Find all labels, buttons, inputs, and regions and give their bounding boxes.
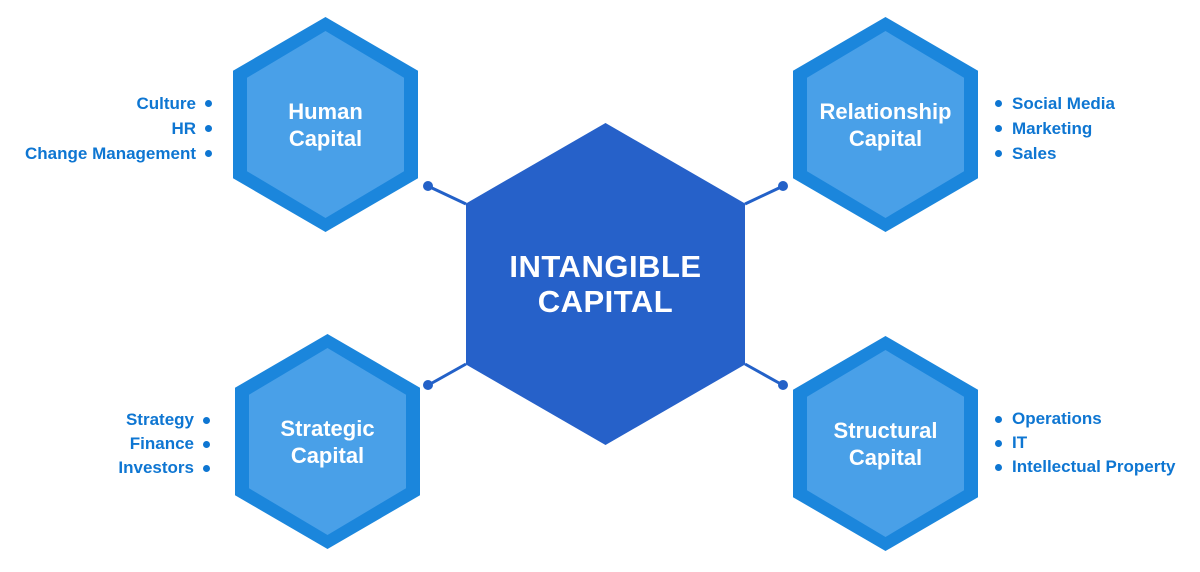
list-item-label: Intellectual Property <box>1012 457 1176 476</box>
list-item-label: Social Media <box>1012 93 1115 113</box>
list-item: Social Media <box>995 91 1115 116</box>
hexagon-strategic-capital: Strategic Capital <box>235 334 420 549</box>
connector-line-top-right <box>744 186 780 206</box>
center-hexagon: INTANGIBLE CAPITAL <box>466 123 745 445</box>
hexagon-human-capital: Human Capital <box>233 17 418 232</box>
list-item-label: Finance <box>129 434 194 453</box>
bullet-icon <box>995 100 1002 107</box>
connector-dot-bottom-right <box>778 380 788 390</box>
list-item-label: Operations <box>1012 409 1102 428</box>
connector-dot-bottom-left <box>423 380 433 390</box>
bullet-icon <box>203 464 210 472</box>
list-item: Intellectual Property <box>995 455 1175 479</box>
list-item: Marketing <box>995 116 1115 141</box>
hexagon-human-capital-inner: Human Capital <box>247 31 404 218</box>
hexagon-relationship-capital: Relationship Capital <box>793 17 978 232</box>
list-item: IT <box>995 431 1175 455</box>
connector-dot-top-left <box>423 181 433 191</box>
hexagon-label-line: Capital <box>848 125 923 151</box>
center-title-line1: INTANGIBLE <box>509 249 702 284</box>
bullet-icon <box>203 416 210 424</box>
connector-line-bottom-left <box>431 362 467 385</box>
connector-dot-top-right <box>778 181 788 191</box>
strategic-capital-item-list: Strategy Finance Investors <box>0 408 210 480</box>
hexagon-label-line: Capital <box>288 125 363 151</box>
center-title-line2: CAPITAL <box>537 284 674 319</box>
list-item-label: IT <box>1012 433 1028 452</box>
hexagon-label-line: Human <box>288 98 363 124</box>
list-item-label: Sales <box>1012 143 1057 163</box>
bullet-icon <box>995 439 1002 447</box>
bullet-icon <box>203 440 210 448</box>
bullet-icon <box>205 150 212 157</box>
hexagon-label-line: Strategic <box>280 415 375 441</box>
list-item: HR <box>171 116 212 141</box>
relationship-capital-item-list: Social Media Marketing Sales <box>995 91 1115 166</box>
center-title: INTANGIBLE CAPITAL <box>509 249 701 319</box>
list-item: Investors <box>118 456 210 480</box>
list-item-label: Marketing <box>1012 118 1093 138</box>
hexagon-structural-capital: Structural Capital <box>793 336 978 551</box>
bullet-icon <box>205 125 212 132</box>
list-item: Sales <box>995 141 1115 166</box>
list-item-label: HR <box>171 118 196 138</box>
list-item-label: Change Management <box>25 143 196 163</box>
bullet-icon <box>995 125 1002 132</box>
bullet-icon <box>995 463 1002 471</box>
list-item: Change Management <box>25 141 212 166</box>
list-item: Culture <box>136 91 212 116</box>
list-item: Strategy <box>126 408 210 432</box>
connector-line-top-left <box>431 186 467 206</box>
bullet-icon <box>995 415 1002 423</box>
hexagon-relationship-capital-inner: Relationship Capital <box>807 31 964 218</box>
hexagon-structural-capital-inner: Structural Capital <box>807 350 964 537</box>
list-item-label: Strategy <box>125 410 194 429</box>
structural-capital-item-list: Operations IT Intellectual Property <box>995 407 1175 479</box>
hexagon-strategic-capital-inner: Strategic Capital <box>249 348 406 535</box>
bullet-icon <box>995 150 1002 157</box>
list-item: Operations <box>995 407 1175 431</box>
hexagon-label-line: Capital <box>848 444 923 470</box>
connector-line-bottom-right <box>744 362 780 385</box>
hexagon-relationship-capital-label: Relationship Capital <box>819 98 951 152</box>
list-item-label: Culture <box>136 93 197 113</box>
list-item-label: Investors <box>118 458 194 477</box>
bullet-icon <box>205 100 212 107</box>
hexagon-label-line: Relationship <box>819 98 952 124</box>
hexagon-label-line: Capital <box>290 442 365 468</box>
human-capital-item-list: Culture HR Change Management <box>0 91 212 166</box>
hexagon-label-line: Structural <box>833 417 938 443</box>
hexagon-structural-capital-label: Structural Capital <box>834 417 938 471</box>
list-item: Finance <box>130 432 210 456</box>
hexagon-strategic-capital-label: Strategic Capital <box>280 415 374 469</box>
hexagon-human-capital-label: Human Capital <box>288 98 363 152</box>
